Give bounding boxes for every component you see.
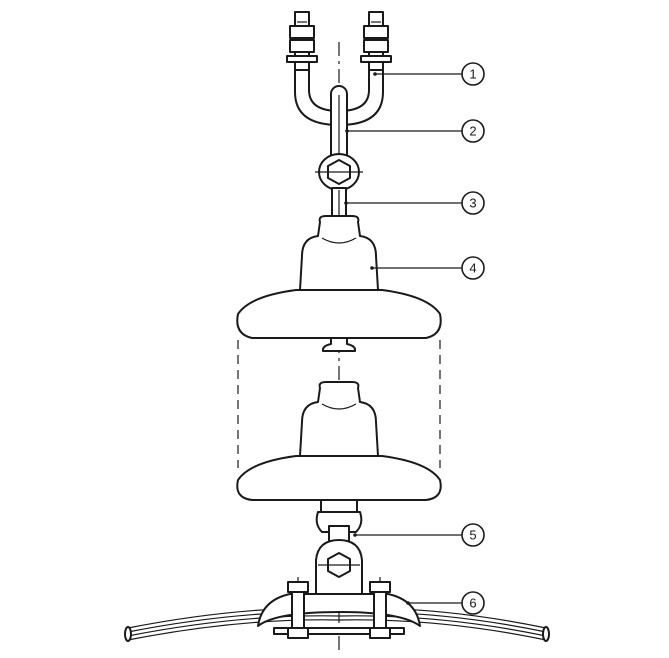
callout-5: 5 (461, 523, 485, 547)
link-rod (330, 85, 348, 163)
u-bolt-hanger (286, 11, 392, 126)
callout-label-2: 2 (469, 124, 476, 139)
suspension-clamp (124, 577, 550, 642)
insulator-disc-bottom (236, 381, 442, 515)
callout-label-3: 3 (469, 196, 476, 211)
callout-label-4: 4 (469, 261, 476, 276)
callout-3: 3 (461, 191, 485, 215)
socket-clevis (315, 511, 363, 601)
continuation-outline (237, 340, 441, 468)
hex-nut-joint (315, 153, 363, 191)
callout-label-1: 1 (469, 67, 476, 82)
callout-4: 4 (461, 256, 485, 280)
callout-2: 2 (461, 119, 485, 143)
callout-6: 6 (461, 591, 485, 615)
callout-1: 1 (461, 62, 485, 86)
callout-label-5: 5 (469, 528, 476, 543)
insulator-disc-top (236, 215, 442, 352)
callout-label-6: 6 (469, 596, 476, 611)
callout-leaders (344, 72, 462, 605)
